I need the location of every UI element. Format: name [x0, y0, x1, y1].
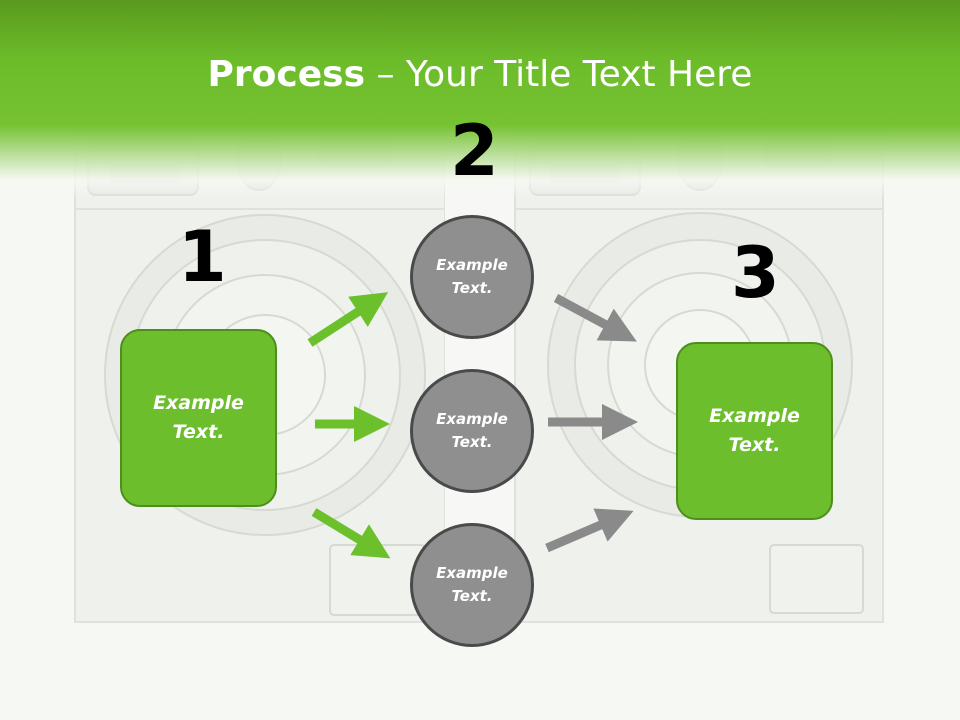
process-circle-2-text: Example Text. [436, 410, 508, 451]
arrow-to-circle-3 [311, 508, 391, 559]
arrow-from-circle-3 [545, 508, 634, 553]
header-band [0, 0, 960, 200]
arrow-to-circle-1 [307, 292, 389, 347]
step-number-2: 2 [450, 110, 499, 192]
process-circle-1-text: Example Text. [436, 256, 508, 297]
example-box-right: Example Text. [676, 342, 833, 520]
process-circle-3-text: Example Text. [436, 564, 508, 605]
title-bold: Process [207, 54, 366, 95]
title-rest: – Your Title Text Here [365, 54, 753, 95]
process-circle-1: Example Text. [410, 215, 534, 339]
arrow-from-circle-1 [553, 294, 637, 342]
step-number-3: 3 [731, 232, 780, 314]
process-circle-3: Example Text. [410, 523, 534, 647]
example-box-left: Example Text. [120, 329, 277, 507]
process-circle-2: Example Text. [410, 369, 534, 493]
example-box-left-text: Example Text. [153, 392, 244, 443]
example-box-right-text: Example Text. [709, 405, 800, 456]
step-number-1: 1 [178, 216, 227, 298]
slide-title: Process – Your Title Text Here [0, 52, 960, 98]
